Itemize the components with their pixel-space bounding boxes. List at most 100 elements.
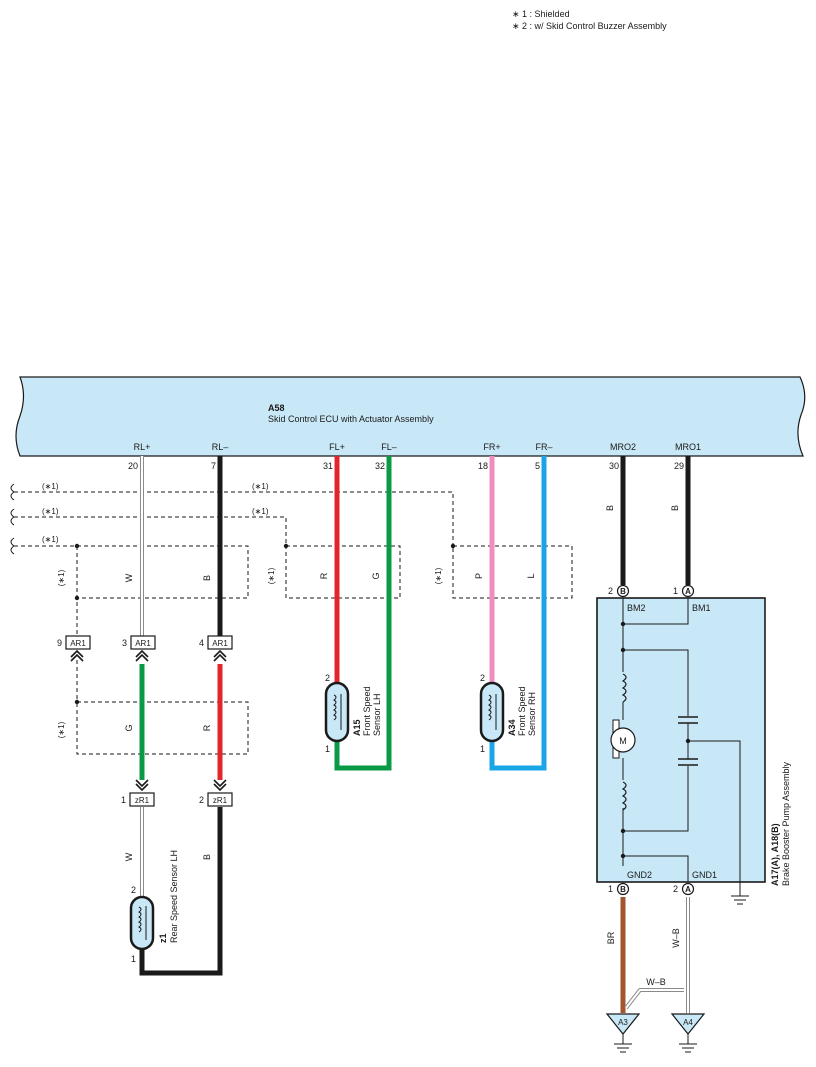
ecu-name: Skid Control ECU with Actuator Assembly [268,414,434,424]
ecu-body [15,376,806,457]
wire-label-mro2: B [605,505,615,511]
wire-label-fr-minus: L [526,573,536,578]
sensor-name-line1: Rear Speed Sensor LH [169,850,179,943]
connector-pin-num: 2 [199,795,204,805]
pin-num-32: 32 [375,461,385,471]
pin-label-gnd2: GND2 [627,870,652,880]
pin-name-fr-plus: FR+ [483,442,500,452]
wire-label-fl-minus: G [371,572,381,579]
connector-ar1-pin-4: AR1 4 [199,635,233,662]
connector-pin-num: 1 [121,795,126,805]
sensor-name-line1: Front Speed [362,686,372,736]
pin-num-29: 29 [674,461,684,471]
pin-name-fl-minus: FL– [381,442,397,452]
wire-label-rl-minus-mid: R [202,724,212,731]
connector-zr1: zR1 1 zR1 2 [121,779,233,807]
note-shielded: ∗ 1 : Shielded [512,9,570,19]
shield-tag-5: (∗1) [252,507,269,516]
connector-pin-num: 3 [122,638,127,648]
wire-color-labels: W B R G P L B B G R W B BR W–B W–B [124,505,681,987]
pin-num-bm1: 1 [673,586,678,596]
pin-circle-a-bottom [681,882,695,896]
pin-label-gnd1: GND1 [692,870,717,880]
sensor-pin-bottom: 1 [131,954,136,964]
pump-name: Brake Booster Pump Assembly [781,761,791,886]
shield-tag-7: (∗1) [267,567,276,584]
shield-tag-1: (∗1) [42,482,59,491]
ground-icon [731,895,749,905]
sensor-code: z1 [158,933,168,943]
connector-ar1-pin-3: AR1 3 [122,635,156,662]
connector-zr1-pin-1: zR1 1 [121,779,155,807]
pin-num-bm2: 2 [608,586,613,596]
pin-num-18: 18 [478,461,488,471]
wire-fl-minus [334,456,392,771]
pin-circle-b-top [616,584,630,598]
connector-pin-num: 4 [199,638,204,648]
pin-num-30: 30 [609,461,619,471]
shield-tag-8: (∗1) [434,567,443,584]
pin-circle-b-bottom [616,882,630,896]
wire-label-rl-plus-low: W [124,852,134,861]
pump-assembly: B 2 A 1 BM2 BM1 B 1 A 2 GND2 GND1 [596,584,791,896]
ecu-block: A58 Skid Control ECU with Actuator Assem… [15,376,806,457]
shield-tag-3: (∗1) [42,535,59,544]
pin-conn-b-top: B [620,587,626,596]
connector-pin-num: 9 [57,638,62,648]
connector-code: zR1 [135,796,150,805]
sensor-pin-top: 2 [325,673,330,683]
sensor-name-line1: Front Speed [517,686,527,736]
motor-label: M [619,736,627,746]
wire-label-rl-plus: W [124,573,134,582]
sensor-pin-bottom: 1 [325,744,330,754]
sensor-name-line2: Sensor LH [372,693,382,736]
pin-num-20: 20 [128,461,138,471]
sensor-name-line2: Sensor RH [527,692,537,736]
wire-label-rl-minus: B [202,575,212,581]
pin-name-fr-minus: FR– [535,442,552,452]
wire-label-ground-link: W–B [646,977,666,987]
shield-dots [74,543,456,705]
ground-a4: A4 [670,1013,706,1053]
pump-internal-circuit [622,598,741,896]
sensor-z1: 2 1 z1 Rear Speed Sensor LH [129,850,179,964]
pin-name-rl-minus: RL– [212,442,229,452]
note-buzzer: ∗ 2 : w/ Skid Control Buzzer Assembly [512,21,667,31]
sensor-a34: 2 1 A34 Front Speed Sensor RH [479,673,537,754]
sensor-pin-top: 2 [480,673,485,683]
pin-conn-a-bottom: A [685,885,691,894]
connector-code: AR1 [212,639,228,648]
wire-ground-link [624,988,684,1010]
shield-tag-4: (∗1) [252,482,269,491]
shield-tag-9: (∗1) [57,721,66,738]
wire-fr-minus [489,456,547,771]
wire-label-rl-plus-mid: G [124,724,134,731]
notes: ∗ 1 : Shielded ∗ 2 : w/ Skid Control Buz… [512,8,667,32]
sensor-body [324,681,350,743]
capacitor-bottom-icon [678,758,698,766]
connector-code: AR1 [135,639,151,648]
pin-name-mro1: MRO1 [675,442,701,452]
ground-label: A3 [618,1018,628,1027]
pin-circle-a-top [681,584,695,598]
pin-conn-b-bottom: B [620,885,626,894]
pin-num-gnd1: 2 [673,884,678,894]
sensor-code: A34 [507,719,517,736]
pin-num-7: 7 [211,461,216,471]
connector-ar1: AR1 9 AR1 3 AR1 4 [57,635,233,662]
wire-label-gnd1: W–B [671,928,681,948]
pin-num-5: 5 [535,461,540,471]
pin-label-bm1: BM1 [692,603,711,613]
sensor-body [129,895,155,951]
ground-triangle-icon [670,1013,706,1035]
motor-icon: M [610,719,636,759]
connector-code: AR1 [70,639,86,648]
shield-tags: (∗1) (∗1) (∗1) (∗1) (∗1) (∗1) (∗1) (∗1) … [42,482,443,738]
connector-zr1-pin-2: zR1 2 [199,779,233,807]
shield-curly-brackets [10,483,15,555]
wire-label-fl-plus: R [319,572,329,579]
pump-code: A17(A), A18(B) [770,823,780,886]
junction-dots [620,621,691,859]
pin-conn-a-top: A [685,587,691,596]
wires [139,456,691,1013]
